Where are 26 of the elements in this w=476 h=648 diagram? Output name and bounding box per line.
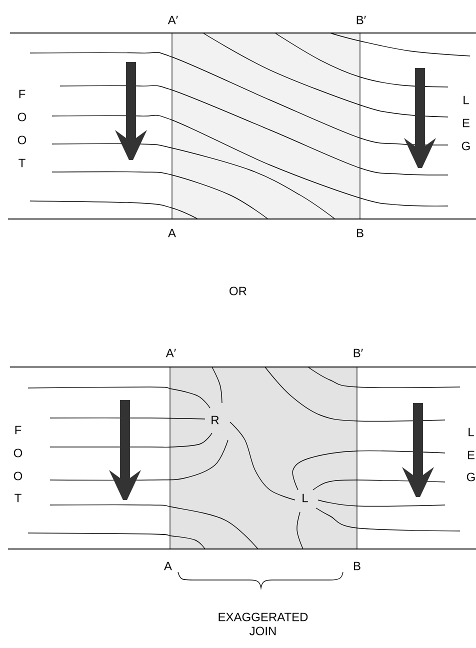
label: A [168, 228, 176, 238]
label: F [15, 426, 22, 434]
label: T [18, 158, 26, 168]
label: L [300, 492, 310, 504]
label: B [356, 228, 364, 238]
label: E [468, 450, 474, 460]
label: B′ [356, 16, 366, 24]
label: G [466, 472, 475, 482]
label: L [464, 96, 469, 104]
label: OR [230, 286, 246, 296]
label: L [468, 428, 474, 436]
label: B′ [354, 348, 363, 358]
label: R [210, 414, 220, 426]
label: T [14, 494, 22, 502]
label: B [354, 562, 360, 570]
label: A′ [168, 16, 178, 24]
label: A′ [166, 348, 176, 358]
label: EXAGGERATED JOIN [218, 612, 308, 636]
label: O [14, 472, 22, 480]
label: F [19, 90, 26, 98]
label: O [18, 112, 26, 122]
label: G [462, 142, 470, 150]
label: E [462, 118, 470, 128]
label: A [164, 562, 172, 570]
label: O [14, 448, 22, 458]
label: O [18, 136, 26, 144]
